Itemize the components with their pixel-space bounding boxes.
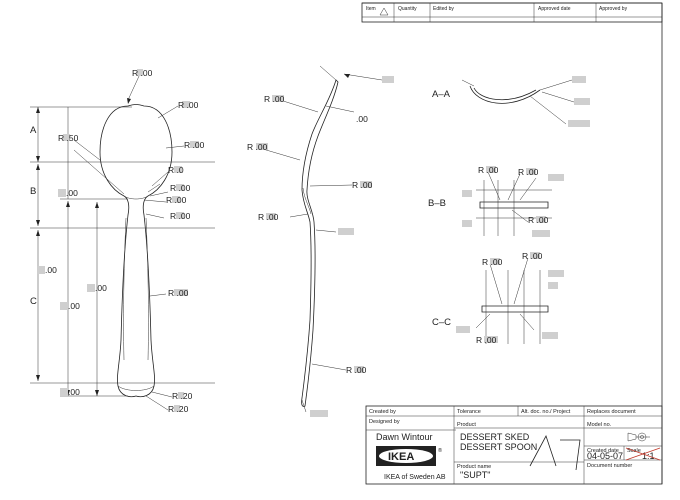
section-marker-b: B xyxy=(30,186,36,197)
svg-text:®: ® xyxy=(438,447,442,454)
tolerance-label: Tolerance xyxy=(457,409,481,415)
section-b-b: B–B R .00 R .00 R .00 xyxy=(428,165,564,237)
edited-by-header: Edited by xyxy=(433,6,454,12)
ikea-logo: IKEA xyxy=(376,446,436,466)
model-no-label: Model no. xyxy=(587,422,612,428)
radius-bowl-side-label: R .00 xyxy=(184,140,205,150)
section-cc-profile xyxy=(481,305,549,313)
section-bb-radius-3: R .00 xyxy=(528,215,549,225)
side-radius-tail-label: R .00 xyxy=(346,365,367,375)
section-bb-radius-1: R .00 xyxy=(478,165,499,175)
section-cc-radius-1: R .00 xyxy=(482,257,503,267)
dim-long: .00 xyxy=(95,283,107,293)
created-date-label: Created date xyxy=(587,448,619,454)
radius-top-label: R .00 xyxy=(132,68,153,78)
sketch-mark-2 xyxy=(560,439,581,471)
product-label: Product xyxy=(457,422,476,428)
radius-neck-3-label: R .00 xyxy=(166,195,187,205)
radius-handle-label: R .00 xyxy=(168,288,189,298)
radius-tip-2-label: R .20 xyxy=(168,404,189,414)
product-name-value: "SUPT" xyxy=(460,470,490,480)
radius-bowl-right-label: R .00 xyxy=(178,100,199,110)
section-cc-radius-3: R .00 xyxy=(476,335,497,345)
product-line-2: DESSERT SPOON xyxy=(460,442,537,452)
spoon-outline-front xyxy=(99,104,173,398)
radius-tip-1-label: R .20 xyxy=(172,391,193,401)
section-a-a: A–A xyxy=(432,76,590,127)
section-marker-c: C xyxy=(30,296,37,307)
side-view: R .00 .00 R .00 R .00 R .00 R .00 xyxy=(247,65,394,417)
replaces-document-label: Replaces document xyxy=(587,409,636,415)
section-bb-profile xyxy=(479,201,549,209)
side-bend-line xyxy=(302,187,312,215)
created-date-value: 04-05-07 xyxy=(587,451,623,461)
dim-upper: .00 xyxy=(66,188,78,198)
radius-neck-2-label: R .00 xyxy=(170,183,191,193)
created-by-label: Created by xyxy=(369,409,396,415)
dim-total: .00 xyxy=(45,265,57,275)
section-aa-title: A–A xyxy=(432,89,451,100)
spoon-outline-side xyxy=(301,79,339,407)
side-radius-top-label: R .00 xyxy=(264,94,285,104)
side-radius-bend-label: R .00 xyxy=(247,142,268,152)
quantity-header: Quantity xyxy=(398,6,417,12)
side-angle-label: .00 xyxy=(356,114,368,124)
title-block: Created by Tolerance Alt. doc. no./ Proj… xyxy=(365,405,663,485)
approved-by-header: Approved by xyxy=(599,6,628,12)
product-line-1: DESSERT SKED xyxy=(460,432,530,442)
revision-header: Item Quantity Edited by Approved date Ap… xyxy=(361,2,663,23)
radius-150-label: R .50 xyxy=(58,133,79,143)
dim-mid: .00 xyxy=(68,301,80,311)
tip-line xyxy=(117,385,155,391)
approved-date-header: Approved date xyxy=(538,6,571,12)
section-c-c: C–C R .00 R .00 R .00 xyxy=(432,251,564,345)
document-number-label: Document number xyxy=(587,463,632,469)
side-radius-neck-label: R .00 xyxy=(352,180,373,190)
radius-neck-4-label: R .00 xyxy=(170,211,191,221)
handle-inner-right xyxy=(145,217,149,361)
sketch-mark xyxy=(529,434,557,467)
designed-by-label: Designed by xyxy=(369,419,400,425)
section-aa-inner xyxy=(473,87,537,101)
neck-line xyxy=(123,195,149,200)
projection-symbol-icon xyxy=(627,432,650,442)
section-cc-title: C–C xyxy=(432,317,451,328)
product-name-label: Product name xyxy=(457,464,491,470)
alt-doc-label: Alt. doc. no./ Project xyxy=(521,409,571,415)
svg-text:IKEA: IKEA xyxy=(388,451,414,463)
section-marker-a: A xyxy=(30,125,37,136)
scale-crossout-mark xyxy=(625,447,661,461)
front-view: A B C .00 .00 .00 .00 .00 R .00 R .00 R … xyxy=(30,68,215,414)
item-header: Item xyxy=(366,6,376,12)
radius-neck-1-label: R .0 xyxy=(168,165,184,175)
side-radius-low-label: R .00 xyxy=(258,212,279,222)
section-cc-radius-2: R .00 xyxy=(522,251,543,261)
designer-name: Dawn Wintour xyxy=(376,432,433,442)
handle-inner-left xyxy=(123,217,127,361)
company-name: IKEA of Sweden AB xyxy=(384,474,446,481)
triangle-icon xyxy=(379,7,389,16)
dim-lower: .00 xyxy=(68,387,80,397)
section-bb-title: B–B xyxy=(428,198,446,209)
section-aa-outer xyxy=(469,85,541,104)
section-bb-radius-2: R .00 xyxy=(518,167,539,177)
